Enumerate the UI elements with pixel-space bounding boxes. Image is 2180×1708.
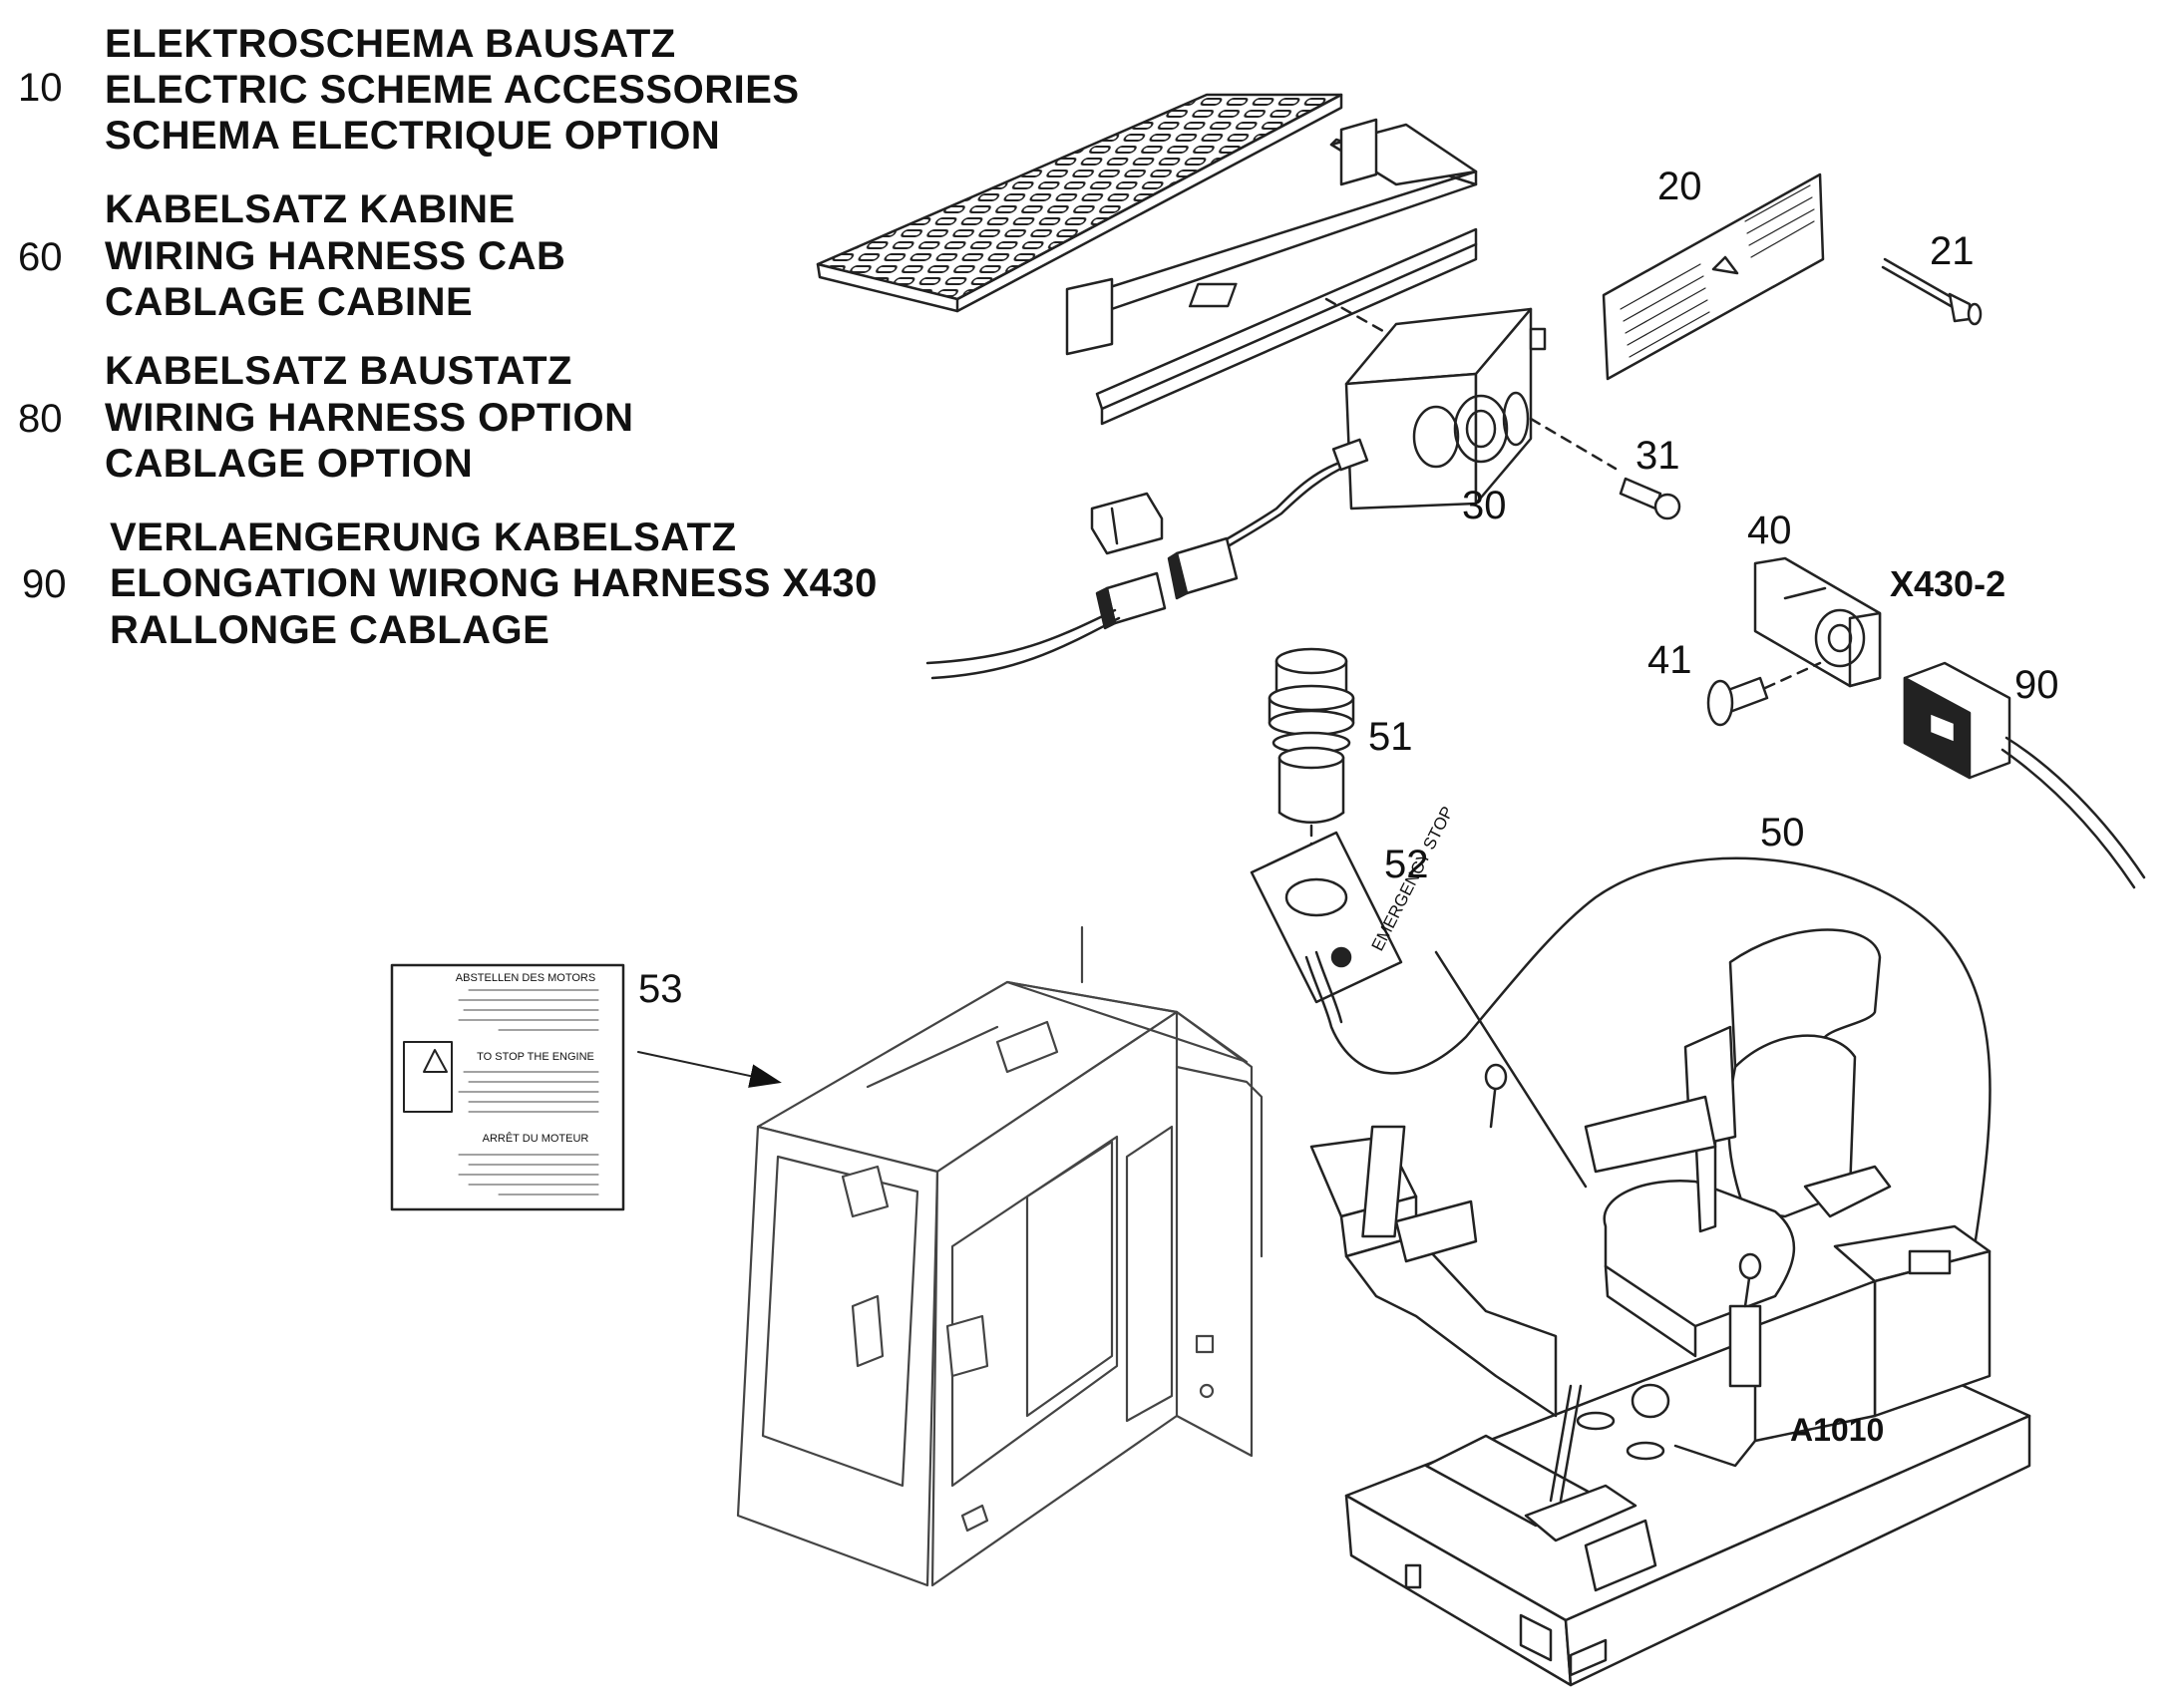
callout-52: 52 [1384, 843, 1429, 886]
legend-10-line-fr: SCHEMA ELECTRIQUE OPTION [105, 114, 721, 158]
legend-number-10: 10 [18, 66, 63, 110]
connector-90 [1903, 661, 2146, 889]
legend-90-line-de: VERLAENGERUNG KABELSATZ [110, 515, 737, 559]
emergency-stop-button-51 [1268, 647, 1355, 884]
legend-90-line-en: ELONGATION WIRONG HARNESS X430 [110, 561, 878, 605]
decal-53-title-de: ABSTELLEN DES MOTORS [456, 972, 595, 984]
mounting-bracket [1065, 118, 1478, 426]
operator-cab [736, 925, 1264, 1587]
decal-52-text: EMERGENCY STOP [1368, 804, 1458, 954]
connector-x430-2-label: X430-2 [1890, 563, 2005, 604]
callout-30: 30 [1462, 484, 1507, 527]
screw-31 [1529, 417, 1681, 520]
left-console [1309, 1063, 1558, 1418]
callout-40: 40 [1747, 509, 1792, 552]
legend-10-line-en: ELECTRIC SCHEME ACCESSORIES [105, 68, 800, 112]
callout-31: 31 [1635, 434, 1680, 478]
emergency-stop-decal-52 [1250, 831, 1403, 1004]
callout-51: 51 [1368, 715, 1413, 759]
cable-clip [1090, 492, 1164, 555]
screw-41 [1706, 661, 1822, 727]
decal-53-titles: ABSTELLEN DES MOTORS TO STOP THE ENGINE … [456, 972, 595, 1145]
engine-stop-decal-53 [390, 963, 625, 1211]
decal-20 [1602, 172, 1825, 381]
arrow-53 [637, 1051, 782, 1088]
callout-labels: 20 21 30 31 40 41 50 51 52 53 90 X430-2 … [638, 165, 2059, 1448]
decal-53-title-fr: ARRÊT DU MOTEUR [483, 1132, 589, 1145]
switch-box [1344, 307, 1547, 511]
right-console [1631, 1224, 1992, 1468]
callout-41: 41 [1647, 638, 1692, 682]
legend-60-line-fr: CABLAGE CABINE [105, 280, 474, 324]
legend-10-line-de: ELEKTROSCHEMA BAUSATZ [105, 22, 676, 66]
callout-90: 90 [2014, 663, 2059, 707]
step-grating [816, 93, 1343, 313]
decal-53-title-en: TO STOP THE ENGINE [477, 1051, 594, 1063]
callout-21: 21 [1930, 229, 1975, 273]
legend-90-line-fr: RALLONGE CABLAGE [110, 608, 550, 652]
legend-80-line-en: WIRING HARNESS OPTION [105, 396, 634, 440]
cable-with-connectors [925, 438, 1369, 680]
legend-60-line-en: WIRING HARNESS CAB [105, 234, 566, 278]
legend-80-line-de: KABELSATZ BAUSTATZ [105, 349, 572, 393]
holder-40 [1753, 556, 1882, 688]
callout-50: 50 [1760, 811, 1805, 854]
legend-number-80: 80 [18, 397, 63, 441]
rivet-21 [1881, 257, 1983, 326]
callout-20: 20 [1657, 165, 1702, 208]
legend-80-line-fr: CABLAGE OPTION [105, 442, 474, 486]
a1010-label: A1010 [1790, 1412, 1884, 1448]
legend-number-60: 60 [18, 235, 63, 279]
legend-60-line-de: KABELSATZ KABINE [105, 187, 516, 231]
legend-number-90: 90 [22, 562, 67, 606]
callout-53: 53 [638, 967, 683, 1011]
